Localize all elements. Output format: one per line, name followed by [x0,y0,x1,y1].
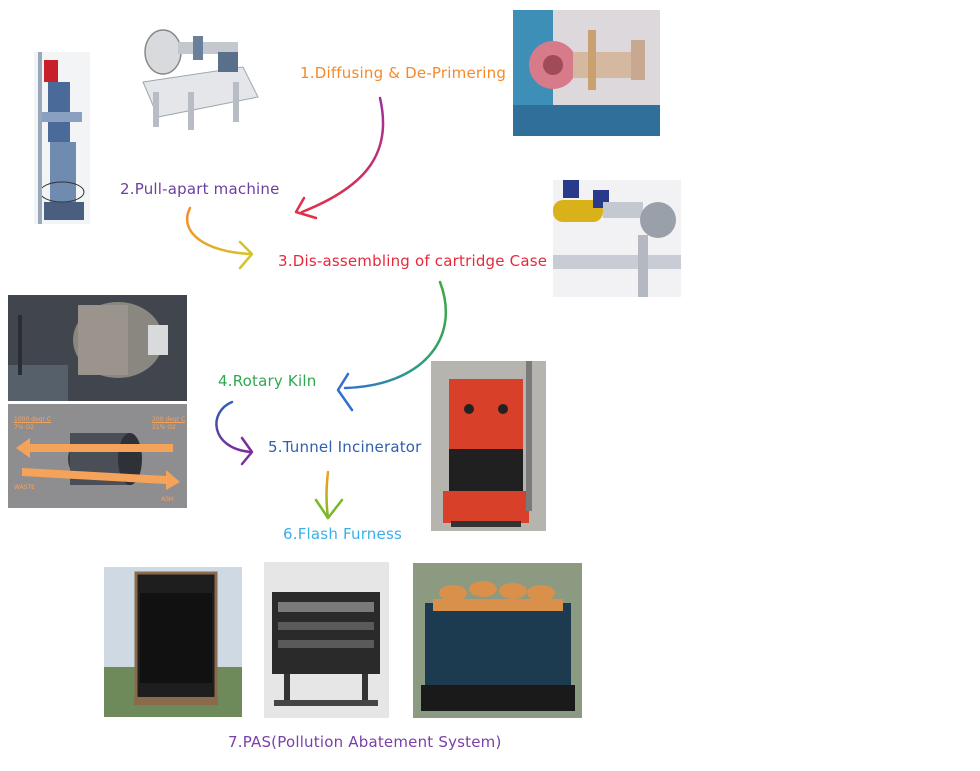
kiln-flow-arrow-left [16,438,173,458]
kiln-waste-label: WASTE [14,484,35,491]
pull-apart-vertical-machine-photo [34,52,90,224]
arrow-3-to-4 [343,280,448,390]
arrow-5-to-6 [325,470,330,520]
step-7-label: 7.PAS(Pollution Abatement System) [228,733,502,751]
tunnel-incinerator-photo [431,361,546,531]
kiln-ash-label: ASH [161,496,174,503]
pas-photo-2 [264,562,389,718]
arrowhead-5-to-6 [314,498,344,520]
kiln-right-temp: 200 degr C [152,416,186,423]
kiln-left-temp: 1000 degr C [14,416,52,423]
diffusing-machine-photo [513,10,660,136]
kiln-flow-arrow-right [22,468,180,490]
disassembling-machine-photo [553,180,681,297]
step-6-label: 6.Flash Furness [283,525,402,543]
kiln-left-o2: 7% O2 [14,424,34,431]
step-2-label: 2.Pull-apart machine [120,180,280,198]
pull-apart-machine-photo [133,12,263,140]
arrowhead-4-to-5 [240,436,254,466]
arrow-1-to-2 [300,96,385,214]
kiln-flow-diagram: 1000 degr C 7% O2 200 degr C 21% O2 WAST… [8,404,187,508]
kiln-right-o2: 21% O2 [152,424,176,431]
arrowhead-3-to-4 [336,372,354,412]
arrowhead-2-to-3 [238,240,254,270]
arrow-2-to-3 [185,206,252,256]
step-1-label: 1.Diffusing & De-Primering [300,64,507,82]
rotary-kiln-photo [8,295,187,401]
arrowhead-1-to-2 [294,196,318,220]
pas-photo-3 [413,563,582,718]
arrow-4-to-5 [215,400,252,454]
step-4-label: 4.Rotary Kiln [218,372,317,390]
pas-photo-1 [104,567,242,717]
step-3-label: 3.Dis-assembling of cartridge Case [278,252,548,270]
step-5-label: 5.Tunnel Incinerator [268,438,422,456]
